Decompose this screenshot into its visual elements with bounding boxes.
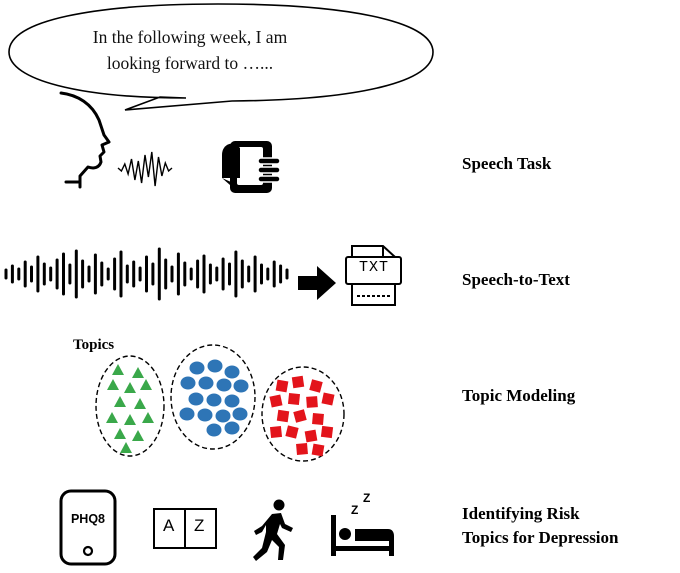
step-label-identifying-line-1: Identifying Risk xyxy=(462,504,580,523)
topic-cluster-3 xyxy=(261,366,345,462)
sound-wave-icon xyxy=(4,247,289,301)
circle-marker xyxy=(224,394,240,408)
speech-bubble-text: In the following week, I am looking forw… xyxy=(60,24,320,76)
triangle-marker xyxy=(114,428,126,439)
sleep-bed-icon xyxy=(331,515,394,556)
circle-marker xyxy=(197,408,213,422)
circle-marker xyxy=(180,376,196,390)
circle-marker xyxy=(233,379,249,393)
step-label-speech-task: Speech Task xyxy=(462,154,552,173)
hand-phone-icon xyxy=(222,141,281,193)
triangle-marker xyxy=(107,379,119,390)
triangle-marker xyxy=(140,379,152,390)
arrow-right-icon xyxy=(298,266,336,300)
circle-marker xyxy=(232,407,248,421)
phone-icon xyxy=(59,489,117,566)
square-marker xyxy=(321,392,335,406)
head-profile-icon xyxy=(59,91,111,189)
walking-person-icon xyxy=(253,499,293,561)
speech-bubble xyxy=(8,3,434,111)
triangle-marker xyxy=(124,382,136,393)
step-label-identifying-line-2: Topics for Depression xyxy=(462,528,619,547)
circle-marker xyxy=(188,392,204,406)
circle-marker xyxy=(206,393,222,407)
bubble-line-2: looking forward to …... xyxy=(106,53,274,73)
sleep-z-large: Z xyxy=(363,491,371,505)
dictionary-icon xyxy=(153,508,217,549)
square-marker xyxy=(312,413,324,425)
sleep-z-small: Z xyxy=(351,503,359,517)
bubble-line-1: In the following week, I am xyxy=(92,27,288,47)
sound-wave-icon xyxy=(117,151,173,187)
square-marker xyxy=(306,396,318,408)
triangle-marker xyxy=(112,364,124,375)
square-marker xyxy=(309,379,323,393)
square-marker xyxy=(291,375,305,389)
square-marker xyxy=(311,443,325,457)
circle-marker xyxy=(189,361,205,375)
step-label-speech-to-text: Speech-to-Text xyxy=(462,270,570,289)
circle-marker xyxy=(179,407,195,421)
circle-marker xyxy=(215,409,231,423)
square-marker xyxy=(276,409,290,423)
triangle-marker xyxy=(124,414,136,425)
triangle-marker xyxy=(114,396,126,407)
topic-cluster-2 xyxy=(170,344,256,450)
square-marker xyxy=(269,425,283,439)
dictionary-letter-a: A xyxy=(163,516,175,535)
circle-marker xyxy=(198,376,214,390)
circle-marker xyxy=(224,365,240,379)
square-marker xyxy=(285,425,299,439)
triangle-marker xyxy=(134,398,146,409)
square-marker xyxy=(275,379,289,393)
square-marker xyxy=(304,429,318,443)
topic-cluster-1 xyxy=(95,355,165,457)
step-label-topic-modeling: Topic Modeling xyxy=(462,386,576,405)
dictionary-letter-z: Z xyxy=(194,516,205,535)
triangle-marker xyxy=(106,412,118,423)
triangle-marker xyxy=(132,430,144,441)
txt-file-icon xyxy=(345,245,402,306)
triangle-marker xyxy=(132,367,144,378)
circle-marker xyxy=(216,378,232,392)
square-marker xyxy=(320,425,334,439)
square-marker xyxy=(296,443,308,455)
circle-marker xyxy=(224,421,240,435)
circle-marker xyxy=(206,423,222,437)
square-marker xyxy=(287,392,301,406)
square-marker xyxy=(269,394,283,408)
square-marker xyxy=(293,409,307,423)
topics-label: Topics xyxy=(73,337,115,353)
triangle-marker xyxy=(120,442,132,453)
phone-text: PHQ8 xyxy=(70,512,106,526)
file-text: TXT xyxy=(358,259,389,276)
circle-marker xyxy=(207,359,223,373)
triangle-marker xyxy=(142,412,154,423)
